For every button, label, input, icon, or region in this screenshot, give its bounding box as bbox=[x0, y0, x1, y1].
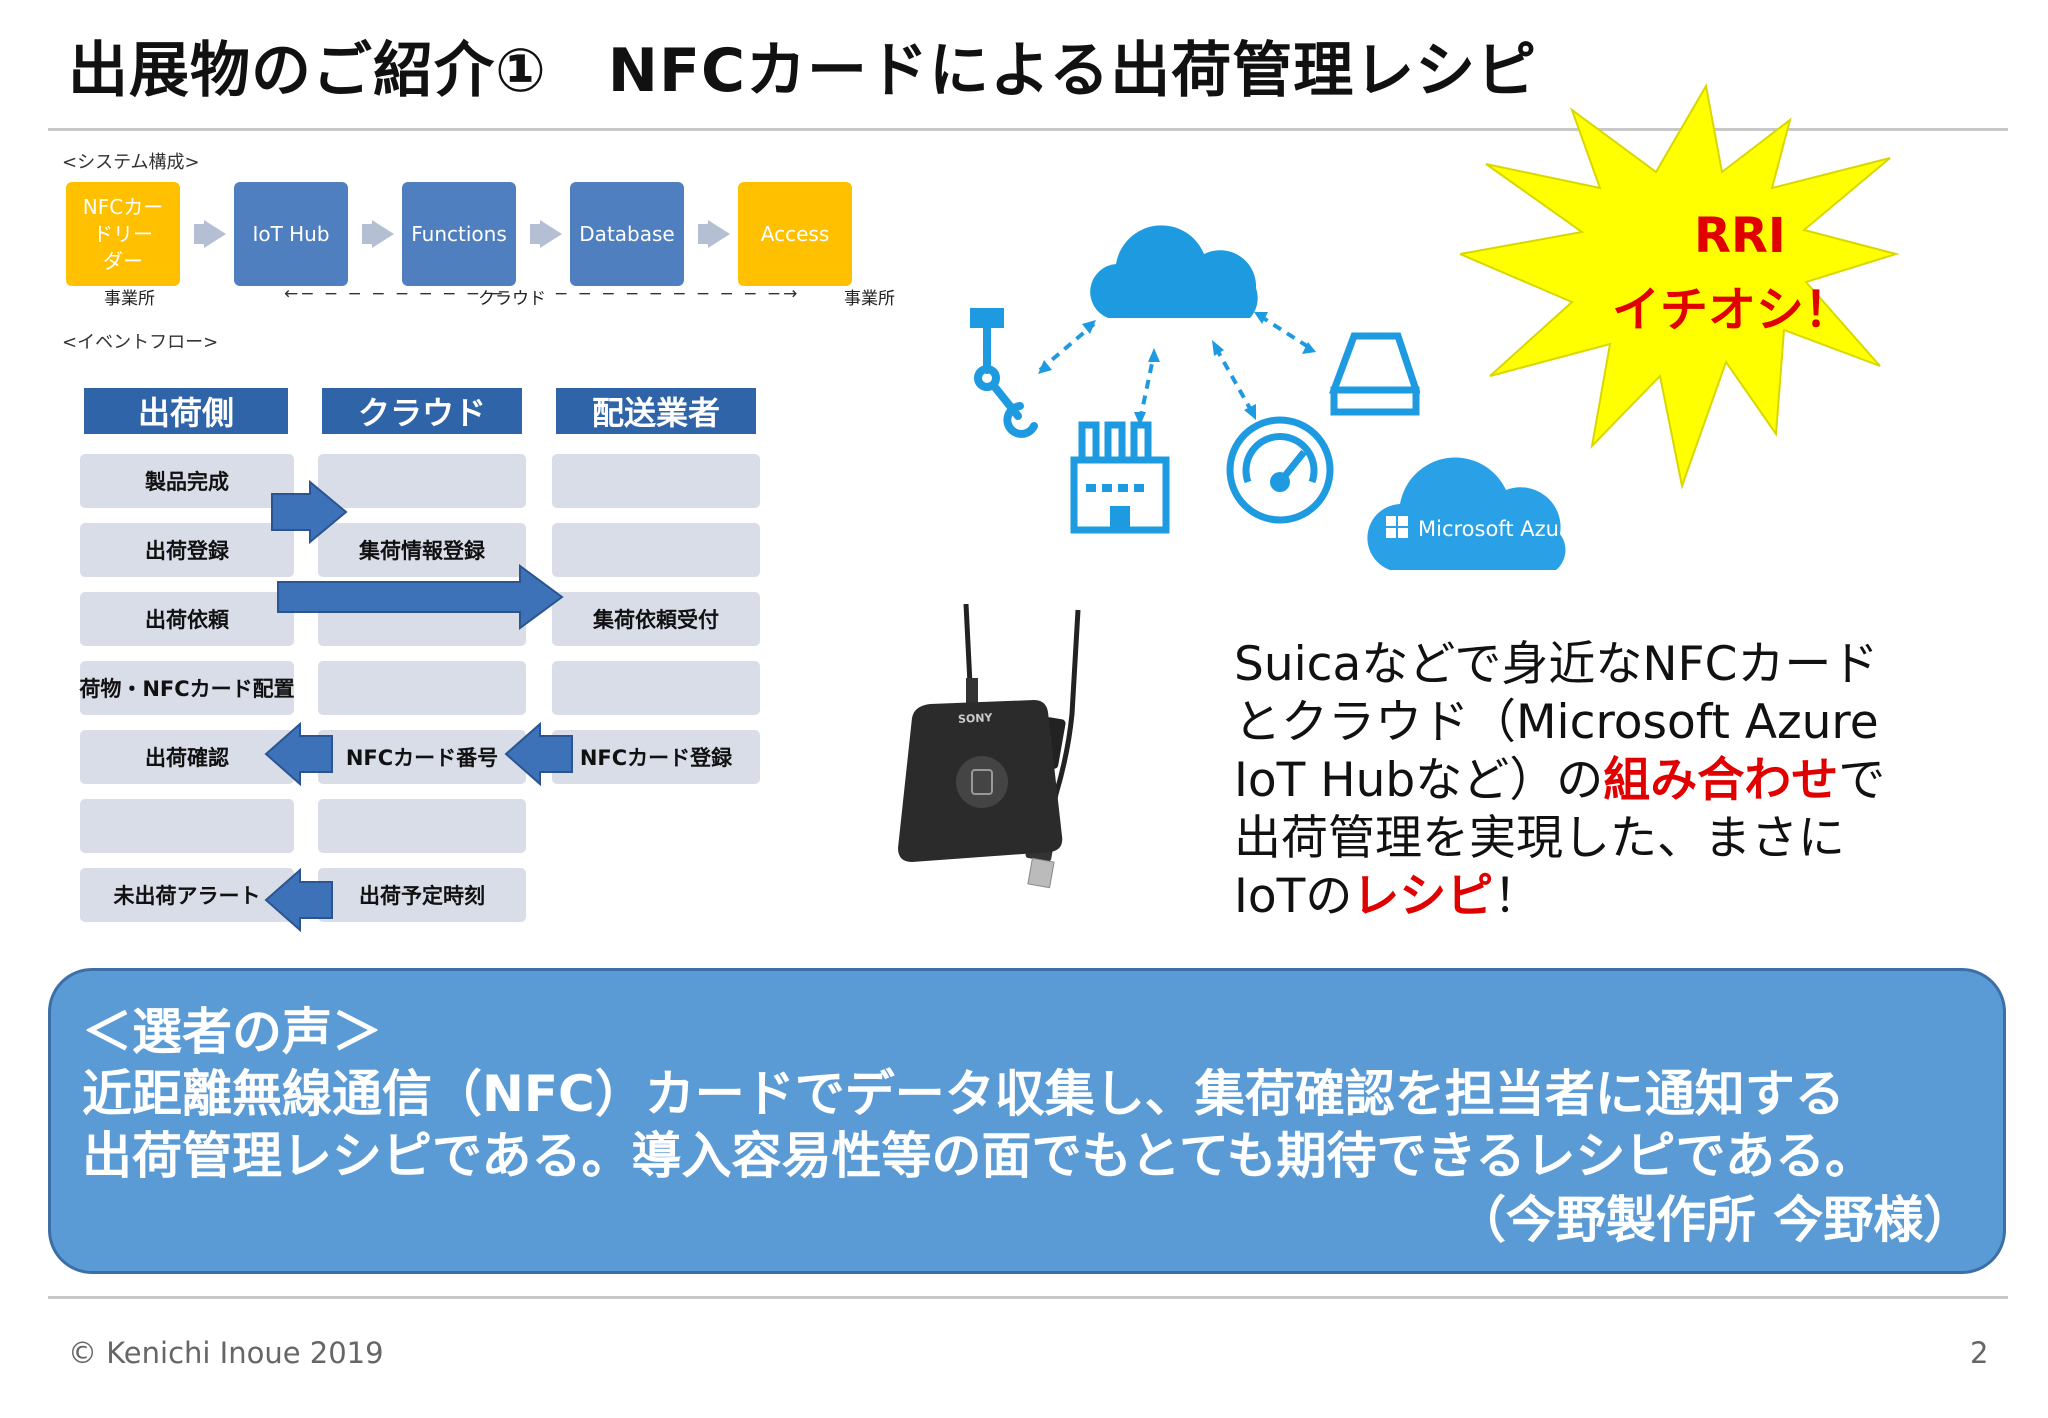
arrow-left-icon bbox=[504, 722, 573, 787]
footer-divider bbox=[48, 1296, 2008, 1299]
cloud-range-left: ←− − − − − − − − − bbox=[284, 284, 506, 304]
device-brand: SONY bbox=[957, 711, 993, 726]
nfc-reader-device bbox=[898, 604, 1081, 889]
flow-cell bbox=[80, 799, 294, 853]
flow-cell: 未出荷アラート bbox=[80, 868, 294, 922]
flow-cell bbox=[318, 661, 526, 715]
flow-cell: 集荷情報登録 bbox=[318, 523, 526, 577]
arrow-long-right-icon bbox=[277, 564, 564, 630]
flow-arrow-stem bbox=[530, 224, 540, 244]
system-label: <システム構成> bbox=[62, 152, 200, 173]
slide-title: 出展物のご紹介① NFCカードによる出荷管理レシピ bbox=[68, 36, 1538, 106]
system-box-database: Database bbox=[570, 182, 684, 286]
voice-line-1: 近距離無線通信（NFC）カードでデータ収集し、集荷確認を担当者に通知する bbox=[82, 1065, 1845, 1123]
flow-arrow-stem bbox=[194, 224, 204, 244]
flow-cell: 集荷依頼受付 bbox=[552, 592, 760, 646]
starburst-badge bbox=[1460, 83, 1900, 490]
flow-arrow-icon bbox=[540, 220, 562, 248]
flow-arrow-icon bbox=[708, 220, 730, 248]
system-box-access: Access bbox=[738, 182, 852, 286]
cloud-range-label: クラウド bbox=[478, 289, 546, 309]
selector-voice-box bbox=[48, 968, 2006, 1274]
flow-cell bbox=[318, 799, 526, 853]
voice-signature: （今野製作所 今野様） bbox=[1456, 1191, 1974, 1249]
azure-cloud-icon bbox=[1367, 457, 1566, 570]
column-header-cloud: クラウド bbox=[322, 388, 522, 434]
description-highlight-2: レシピ bbox=[1352, 869, 1494, 924]
description-part-3: ！ bbox=[1493, 869, 1541, 924]
event-flow-label: <イベントフロー> bbox=[62, 332, 219, 353]
flow-cell: 出荷予定時刻 bbox=[318, 868, 526, 922]
flow-cell bbox=[552, 523, 760, 577]
cloud-range-right: − − − − − − − − − −→ bbox=[554, 284, 800, 304]
column-header-shipper: 出荷側 bbox=[84, 388, 288, 434]
flow-cell: 出荷登録 bbox=[80, 523, 294, 577]
flow-cell bbox=[552, 454, 760, 508]
flow-arrow-stem bbox=[362, 224, 372, 244]
arrow-right-icon bbox=[271, 480, 348, 545]
arrow-left-icon bbox=[264, 868, 333, 933]
description-part-1: Suicaなどで身近なNFCカードとクラウド（Microsoft Azure I… bbox=[1234, 637, 1879, 808]
system-box-functions: Functions bbox=[402, 182, 516, 286]
title-divider bbox=[48, 128, 2008, 131]
arrow-left-icon bbox=[264, 722, 333, 787]
flow-cell: 荷物・NFCカード配置 bbox=[79, 661, 295, 715]
copyright: © Kenichi Inoue 2019 bbox=[68, 1336, 384, 1370]
flow-cell: 製品完成 bbox=[80, 454, 294, 508]
flow-arrow-stem bbox=[698, 224, 708, 244]
site-label-left: 事業所 bbox=[104, 289, 155, 309]
flow-cell: NFCカード番号 bbox=[318, 730, 526, 784]
badge-line-1: RRI bbox=[1694, 208, 1786, 264]
description-part-2: で出荷管理を実現した、まさにIoTの bbox=[1234, 753, 1886, 924]
description-highlight-1: 組み合わせ bbox=[1603, 753, 1839, 808]
system-box-nfc-reader: NFCカー ドリー ダー bbox=[66, 182, 180, 286]
system-box-iot-hub: IoT Hub bbox=[234, 182, 348, 286]
voice-line-2: 出荷管理レシピである。導入容易性等の面でもとても期待できるレシピである。 bbox=[82, 1127, 1875, 1185]
site-label-right: 事業所 bbox=[844, 289, 895, 309]
badge-line-2: イチオシ！ bbox=[1612, 282, 1853, 338]
azure-logo-text: Microsoft Azure bbox=[1418, 517, 1581, 541]
description-text: Suicaなどで身近なNFCカードとクラウド（Microsoft Azure I… bbox=[1234, 636, 1914, 926]
column-header-carrier: 配送業者 bbox=[556, 388, 756, 434]
voice-heading: ＜選者の声＞ bbox=[82, 1003, 382, 1061]
flow-arrow-icon bbox=[204, 220, 226, 248]
flow-cell: NFCカード登録 bbox=[552, 730, 760, 784]
flow-cell bbox=[318, 454, 526, 508]
flow-cell bbox=[552, 661, 760, 715]
page-number: 2 bbox=[1970, 1336, 1989, 1370]
flow-arrow-icon bbox=[372, 220, 394, 248]
flow-cell: 出荷依頼 bbox=[80, 592, 294, 646]
flow-cell: 出荷確認 bbox=[80, 730, 294, 784]
iot-cloud-illustration bbox=[970, 225, 1420, 534]
